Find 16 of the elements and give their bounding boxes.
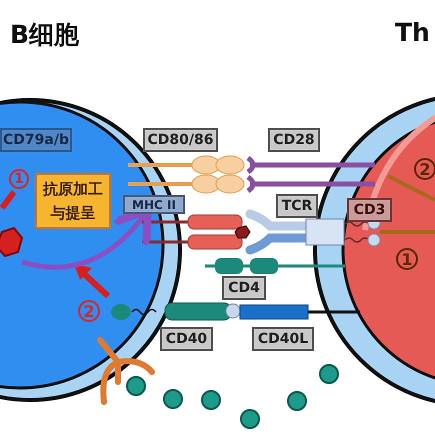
step-number: 2 [78, 300, 100, 322]
molecule-label: CD28 [268, 128, 320, 152]
molecule-label: MHC II [123, 195, 185, 214]
molecule-label: CD40L [252, 327, 314, 351]
molecule-label: CD3 [347, 198, 392, 222]
molecule-label: CD40 [160, 327, 213, 351]
step-number: 1 [396, 248, 418, 270]
molecule-label: CD4 [222, 276, 266, 300]
cell-name: Th [395, 18, 430, 47]
step-number: 2 [414, 158, 435, 180]
process-box: 抗原加工与提呈 [35, 173, 111, 229]
cell-name: B细胞 [10, 19, 80, 51]
step-number: 1 [9, 169, 29, 189]
molecule-label: CD79a/b [0, 128, 72, 152]
molecule-label: CD80/86 [143, 128, 218, 152]
molecule-label: TCR [276, 194, 318, 218]
